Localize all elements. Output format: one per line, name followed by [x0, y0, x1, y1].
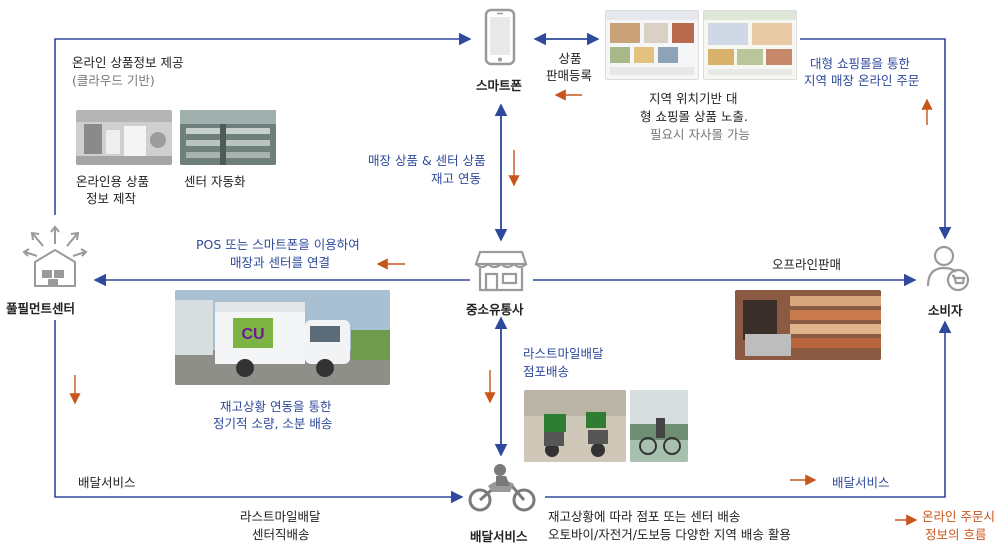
pos-label-1: POS 또는 스마트폰을 이용하여 — [196, 237, 360, 252]
delivery-node-label: 배달서비스 — [470, 529, 528, 544]
photo-caption-automation: 센터 자동화 — [184, 174, 246, 189]
line-fulfillment-to-smartphone — [54, 32, 472, 215]
line-delivery-to-consumer — [545, 320, 952, 498]
scooter-delivery-photo — [524, 390, 626, 462]
stock-link-label-2: 재고 연동 — [431, 171, 481, 186]
mall-desc-3: 필요시 자사몰 가능 — [650, 127, 750, 142]
retailer-label: 중소유통사 — [466, 302, 524, 317]
bottom-desc-1: 재고상황에 따라 점포 또는 센터 배송 — [548, 509, 741, 524]
store-icon — [474, 248, 528, 294]
mall-screenshot-2 — [703, 10, 797, 80]
delivery-service-right-label: 배달서비스 — [832, 475, 890, 490]
truck-logo: CU — [241, 326, 264, 343]
line-fulfillment-to-delivery — [54, 320, 464, 504]
center-automation-photo — [180, 110, 276, 165]
legend-label-1: 온라인 주문시 — [922, 509, 995, 524]
offline-sales-label: 오프라인판매 — [772, 257, 842, 272]
delivery-service-left-label: 배달서비스 — [78, 475, 136, 490]
bottom-desc-2: 오토바이/자전거/도보등 다양한 지역 배송 활용 — [548, 527, 791, 542]
lastmile-store-label-1: 라스트마일배달 — [523, 346, 604, 361]
delivery-truck-photo: CU — [175, 290, 390, 385]
warehouse-icon — [15, 222, 95, 292]
online-info-label-1: 온라인 상품정보 제공 — [72, 55, 184, 70]
periodic-label-2: 정기적 소량, 소분 배송 — [213, 416, 333, 431]
line-mall-to-consumer — [800, 38, 952, 240]
online-info-label-2: (클라우드 기반) — [72, 73, 155, 88]
product-photo-studio — [76, 110, 172, 165]
product-register-label-2: 판매등록 — [545, 68, 592, 83]
consumer-icon — [924, 242, 972, 292]
large-mall-label-2: 지역 매장 온라인 주문 — [804, 73, 920, 88]
lastmile-store-label-2: 점포배송 — [523, 364, 570, 379]
mall-desc-1: 지역 위치기반 대 — [649, 91, 738, 106]
lastmile-center-label-2: 센터직배송 — [252, 527, 310, 542]
mall-screenshot-1 — [605, 10, 699, 80]
large-mall-label-1: 대형 쇼핑몰을 통한 — [810, 56, 910, 71]
lastmile-center-label-1: 라스트마일배달 — [240, 509, 321, 524]
bicycle-delivery-photo — [630, 390, 688, 462]
mall-desc-2: 형 쇼핑몰 상품 노출. — [640, 109, 748, 124]
smartphone-label: 스마트폰 — [476, 78, 523, 93]
consumer-label: 소비자 — [928, 303, 963, 318]
photo-caption-product-2: 정보 제작 — [86, 191, 136, 206]
product-register-label-1: 상품 — [558, 51, 582, 66]
pos-label-2: 매장과 센터를 연결 — [230, 255, 330, 270]
offline-shopping-photo — [735, 290, 881, 360]
fulfillment-label: 풀필먼트센터 — [6, 301, 76, 316]
stock-link-label-1: 매장 상품 & 센터 상품 — [368, 153, 486, 168]
smartphone-icon — [484, 8, 516, 66]
motorcycle-icon — [466, 462, 538, 514]
periodic-label-1: 재고상황 연동을 통한 — [220, 399, 332, 414]
photo-caption-product-1: 온라인용 상품 — [76, 174, 149, 189]
legend-label-2: 정보의 흐름 — [925, 527, 987, 542]
